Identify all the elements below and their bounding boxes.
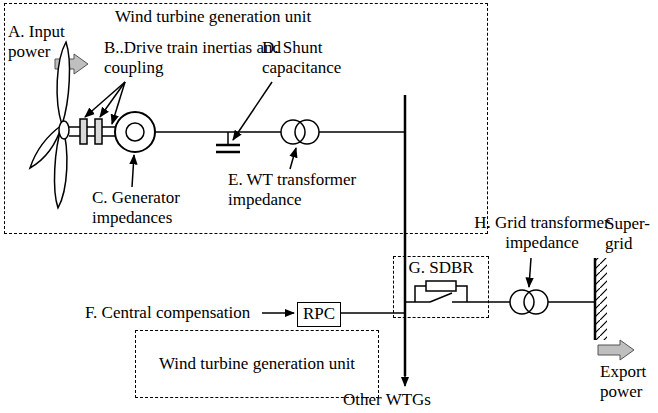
bypass-switch [430, 293, 452, 302]
capacitor-plate [216, 144, 240, 147]
generator-symbol [115, 112, 155, 152]
sdbr-wire [456, 286, 467, 302]
part-label: D. Shunt capacitance [262, 38, 362, 78]
supergrid-bar [594, 258, 597, 340]
drive-inertia [80, 119, 87, 144]
leader-arrow [529, 258, 531, 287]
part-label: Export power [600, 362, 658, 402]
coupling [95, 119, 102, 144]
transformer-winding [295, 120, 319, 144]
part-label: E. WT transformer impedance [228, 170, 378, 210]
supergrid-hatch [595, 258, 607, 340]
sdbr-wire [415, 286, 426, 302]
sdbr-box: G. SDBR [393, 256, 489, 318]
transformer-winding [524, 290, 548, 314]
group-box: Wind turbine generation unit [135, 330, 379, 398]
sdbr-wire [405, 301, 415, 303]
feeder-wire [319, 131, 405, 133]
bus-arrow [404, 376, 406, 386]
leader-arrow [290, 148, 296, 169]
leader-arrow [100, 82, 125, 117]
rpc-box: RPC [297, 302, 341, 327]
sdbr-wire [452, 301, 467, 303]
shaft [69, 135, 116, 137]
turbine-blade [30, 125, 62, 168]
capacitor-plate [216, 151, 240, 154]
turbine-blade [57, 42, 69, 125]
part-label: A. Input power [8, 22, 80, 62]
busbar [404, 95, 407, 376]
node-text: G. SDBR [394, 258, 488, 278]
leader-arrow [233, 82, 272, 140]
export-power-arrow [598, 340, 634, 360]
grid-wire [548, 301, 595, 303]
part-label: Other WTGs [343, 390, 431, 410]
capacitor-lead [227, 132, 229, 145]
generator-rotor [126, 123, 144, 141]
sdbr-wire [415, 301, 430, 303]
node-text: RPC [298, 303, 340, 325]
part-label: Super-grid [605, 214, 655, 254]
resistor-symbol [426, 281, 456, 291]
turbine-hub [59, 121, 69, 139]
part-label: C. Generator impedances [92, 188, 192, 228]
rpc-wire [340, 312, 405, 314]
transformer-winding [281, 120, 305, 144]
node-text: Wind turbine generation unit [136, 354, 378, 374]
part-label: F. Central compensation [85, 303, 250, 323]
feeder-wire [155, 131, 281, 133]
shaft [69, 126, 116, 128]
leader-arrow [132, 155, 134, 187]
part-label: B..Drive train inertias and coupling [104, 38, 284, 78]
leader-arrow [112, 82, 125, 124]
transformer-winding [510, 290, 534, 314]
leader-arrow [262, 312, 294, 314]
node-text: Wind turbine generation unit [109, 7, 487, 27]
